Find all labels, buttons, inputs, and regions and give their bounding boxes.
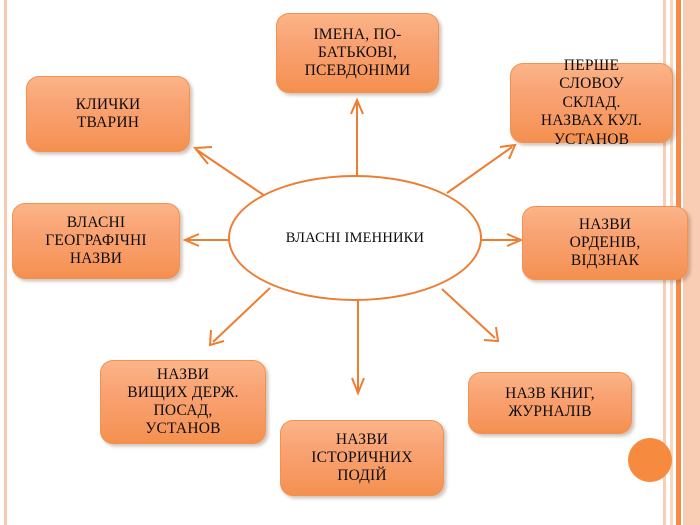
arrow-to-posts (212, 287, 271, 343)
arrow-head-animals (192, 146, 213, 165)
node-first-word-institutions[interactable]: ПЕРШЕ СЛОВОУ СКЛАД. НАЗВАХ КУЛ. УСТАНОВ (510, 57, 673, 148)
node-orders-awards[interactable]: НАЗВИ ОРДЕНІВ, ВІДЗНАК (522, 206, 688, 280)
node-names-label: ІМЕНА, ПО- БАТЬКОВІ, ПСЕВДОНІМИ (304, 25, 411, 80)
node-animals[interactable]: КЛИЧКИ ТВАРИН (26, 76, 190, 152)
arrow-head-posts (208, 329, 225, 347)
center-node-label: ВЛАСНІ ІМЕННИКИ (285, 229, 425, 246)
decorative-circle (628, 438, 672, 482)
arrow-head-firstword (499, 143, 517, 160)
node-orders-awards-label: НАЗВИ ОРДЕНІВ, ВІДЗНАК (569, 215, 641, 270)
node-state-posts[interactable]: НАЗВИ ВИЩИХ ДЕРЖ. ПОСАД, УСТАНОВ (100, 360, 266, 444)
arrow-to-firstword (446, 146, 513, 194)
node-animals-label: КЛИЧКИ ТВАРИН (75, 95, 141, 131)
node-books-journals-label: НАЗВ КНИГ, ЖУРНАЛІВ (505, 384, 595, 420)
node-geographic-names-label: ВЛАСНІ ГЕОГРАФІЧНІ НАЗВИ (45, 213, 147, 268)
node-books-journals[interactable]: НАЗВ КНИГ, ЖУРНАЛІВ (468, 372, 632, 434)
arrow-head-geo (182, 233, 200, 247)
arrow-head-names (350, 97, 364, 115)
node-first-word-institutions-label: ПЕРШЕ СЛОВОУ СКЛАД. НАЗВАХ КУЛ. УСТАНОВ (540, 56, 643, 148)
arrow-to-books (441, 288, 496, 339)
node-historical-events-label: НАЗВИ ІСТОРИЧНИХ ПОДІЙ (311, 430, 413, 485)
arrow-head-books (483, 326, 500, 343)
node-names[interactable]: ІМЕНА, ПО- БАТЬКОВІ, ПСЕВДОНІМИ (276, 13, 439, 93)
node-state-posts-label: НАЗВИ ВИЩИХ ДЕРЖ. ПОСАД, УСТАНОВ (127, 365, 239, 438)
arrow-head-events (351, 377, 365, 396)
arrow-to-animals (196, 149, 266, 197)
arrow-head-orders (506, 233, 524, 247)
node-geographic-names[interactable]: ВЛАСНІ ГЕОГРАФІЧНІ НАЗВИ (12, 203, 180, 279)
center-node[interactable]: ВЛАСНІ ІМЕННИКИ (228, 175, 482, 301)
node-historical-events[interactable]: НАЗВИ ІСТОРИЧНИХ ПОДІЙ (280, 420, 444, 496)
